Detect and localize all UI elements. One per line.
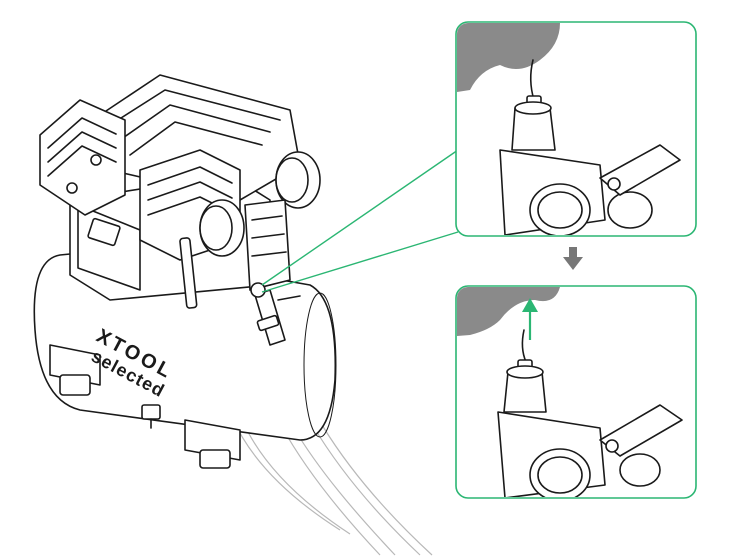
arrow-down-icon bbox=[563, 247, 583, 270]
arrow-up-icon bbox=[522, 298, 538, 340]
finger-pressing bbox=[457, 23, 560, 92]
cylinder-cap-front bbox=[199, 199, 245, 257]
finger-released bbox=[457, 287, 560, 336]
callout-leads bbox=[261, 149, 459, 293]
callout-detail-pressed bbox=[455, 21, 697, 237]
pump-head bbox=[39, 74, 321, 346]
cylinder-cap-right bbox=[275, 151, 321, 209]
drain-valve-point bbox=[250, 282, 266, 298]
callout-detail-released bbox=[455, 285, 697, 499]
pressure-display bbox=[87, 217, 121, 247]
